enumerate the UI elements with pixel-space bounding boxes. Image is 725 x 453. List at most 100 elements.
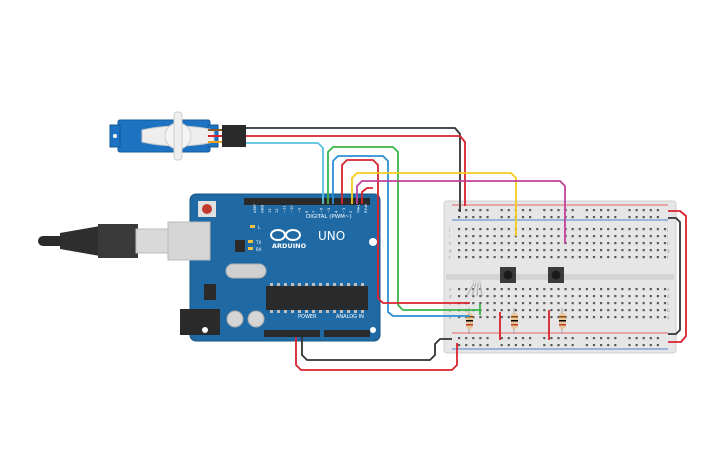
breadboard-hole: [571, 309, 574, 312]
breadboard-hole: [614, 249, 617, 252]
breadboard-hole: [458, 344, 461, 347]
breadboard-hole: [564, 288, 567, 291]
breadboard-hole: [642, 228, 645, 231]
breadboard-hole: [614, 337, 617, 340]
breadboard-hole: [486, 344, 489, 347]
breadboard-hole: [635, 337, 638, 340]
digital-pin-label: 7: [312, 211, 316, 213]
breadboard-hole: [472, 337, 475, 340]
breadboard-hole: [635, 295, 638, 298]
breadboard-row-label: g: [667, 248, 670, 253]
wire-cyan-servo-signal[interactable]: [246, 142, 324, 204]
led-tx-label: TX: [255, 240, 261, 245]
breadboard-hole: [465, 242, 468, 245]
digital-header: [244, 198, 370, 205]
breadboard-hole: [578, 309, 581, 312]
breadboard-hole: [486, 302, 489, 305]
breadboard-hole: [486, 209, 489, 212]
breadboard-hole: [614, 309, 617, 312]
chip-pin: [340, 283, 343, 286]
breadboard-hole: [514, 302, 517, 305]
rgb-led[interactable]: [466, 278, 483, 297]
breadboard-hole: [642, 216, 645, 219]
breadboard-hole: [557, 309, 560, 312]
breadboard-hole: [465, 249, 468, 252]
led-l: [250, 225, 255, 228]
breadboard-hole: [486, 295, 489, 298]
servo-motor[interactable]: [109, 111, 246, 161]
chip-pin: [305, 283, 308, 286]
breadboard-hole: [493, 302, 496, 305]
wire-yellow-button[interactable]: [351, 172, 517, 236]
breadboard-hole: [592, 228, 596, 231]
wire-magenta-button[interactable]: [356, 180, 566, 244]
breadboard-hole: [529, 302, 532, 305]
reset-button-cap[interactable]: [202, 204, 212, 214]
wire-blue[interactable]: [332, 155, 470, 317]
usb-jack: [167, 221, 211, 261]
chip-pin: [277, 283, 280, 286]
servo-hole: [113, 134, 117, 138]
wire-red-rail-jumper[interactable]: [668, 210, 687, 343]
wire-red-led[interactable]: [341, 159, 470, 304]
breadboard-hole: [536, 302, 539, 305]
breadboard-hole: [656, 309, 659, 312]
chip-pin: [354, 310, 357, 313]
breadboard-hole: [592, 302, 596, 305]
breadboard-hole: [592, 337, 596, 340]
breadboard-row-label: g: [449, 248, 452, 253]
breadboard-hole: [571, 316, 574, 319]
breadboard-hole: [621, 309, 624, 312]
breadboard-hole: [663, 249, 667, 252]
breadboard-hole: [663, 242, 667, 245]
breadboard-hole: [600, 316, 603, 319]
breadboard-hole: [649, 256, 652, 259]
breadboard-hole: [479, 235, 482, 238]
breadboard-hole: [564, 337, 567, 340]
chip-pin: [333, 310, 336, 313]
breadboard-hole: [536, 309, 539, 312]
wire-black-gnd[interactable]: [301, 337, 452, 361]
wire-black-rail-jumper[interactable]: [668, 217, 681, 335]
breadboard-hole: [557, 256, 560, 259]
breadboard-hole: [642, 337, 645, 340]
breadboard-hole: [500, 249, 503, 252]
push-button[interactable]: [500, 267, 516, 283]
breadboard-hole: [585, 302, 588, 305]
breadboard-hole: [635, 302, 638, 305]
breadboard-hole: [607, 316, 610, 319]
breadboard-hole: [571, 209, 574, 212]
breadboard-hole: [600, 288, 603, 291]
breadboard-hole: [507, 216, 510, 219]
breadboard-hole: [514, 242, 517, 245]
breadboard-hole: [628, 235, 631, 238]
breadboard-hole: [564, 256, 567, 259]
breadboard-row-label: i: [449, 234, 450, 239]
breadboard-hole: [656, 209, 659, 212]
wire-green[interactable]: [327, 146, 480, 311]
chip-pin: [305, 310, 308, 313]
breadboard-hole: [642, 249, 645, 252]
wire-red-servo-vcc[interactable]: [246, 135, 466, 206]
breadboard-hole: [621, 295, 624, 298]
breadboard-hole: [578, 228, 581, 231]
breadboard-hole: [663, 235, 667, 238]
breadboard-hole: [465, 295, 468, 298]
breadboard-hole: [649, 337, 652, 340]
breadboard-hole: [656, 344, 659, 347]
wire-red-5v[interactable]: [295, 337, 458, 371]
crystal-oscillator: [225, 263, 267, 279]
breadboard-hole: [614, 295, 617, 298]
wire-red-short[interactable]: [361, 187, 373, 204]
breadboard-hole: [557, 295, 560, 298]
breadboard-hole: [600, 242, 603, 245]
breadboard-hole: [557, 337, 560, 340]
breadboard-hole: [458, 256, 461, 259]
breadboard-hole: [493, 316, 496, 319]
breadboard-hole: [543, 235, 546, 238]
atmega-chip: [266, 286, 368, 310]
push-button[interactable]: [548, 267, 564, 283]
breadboard-hole: [656, 249, 659, 252]
